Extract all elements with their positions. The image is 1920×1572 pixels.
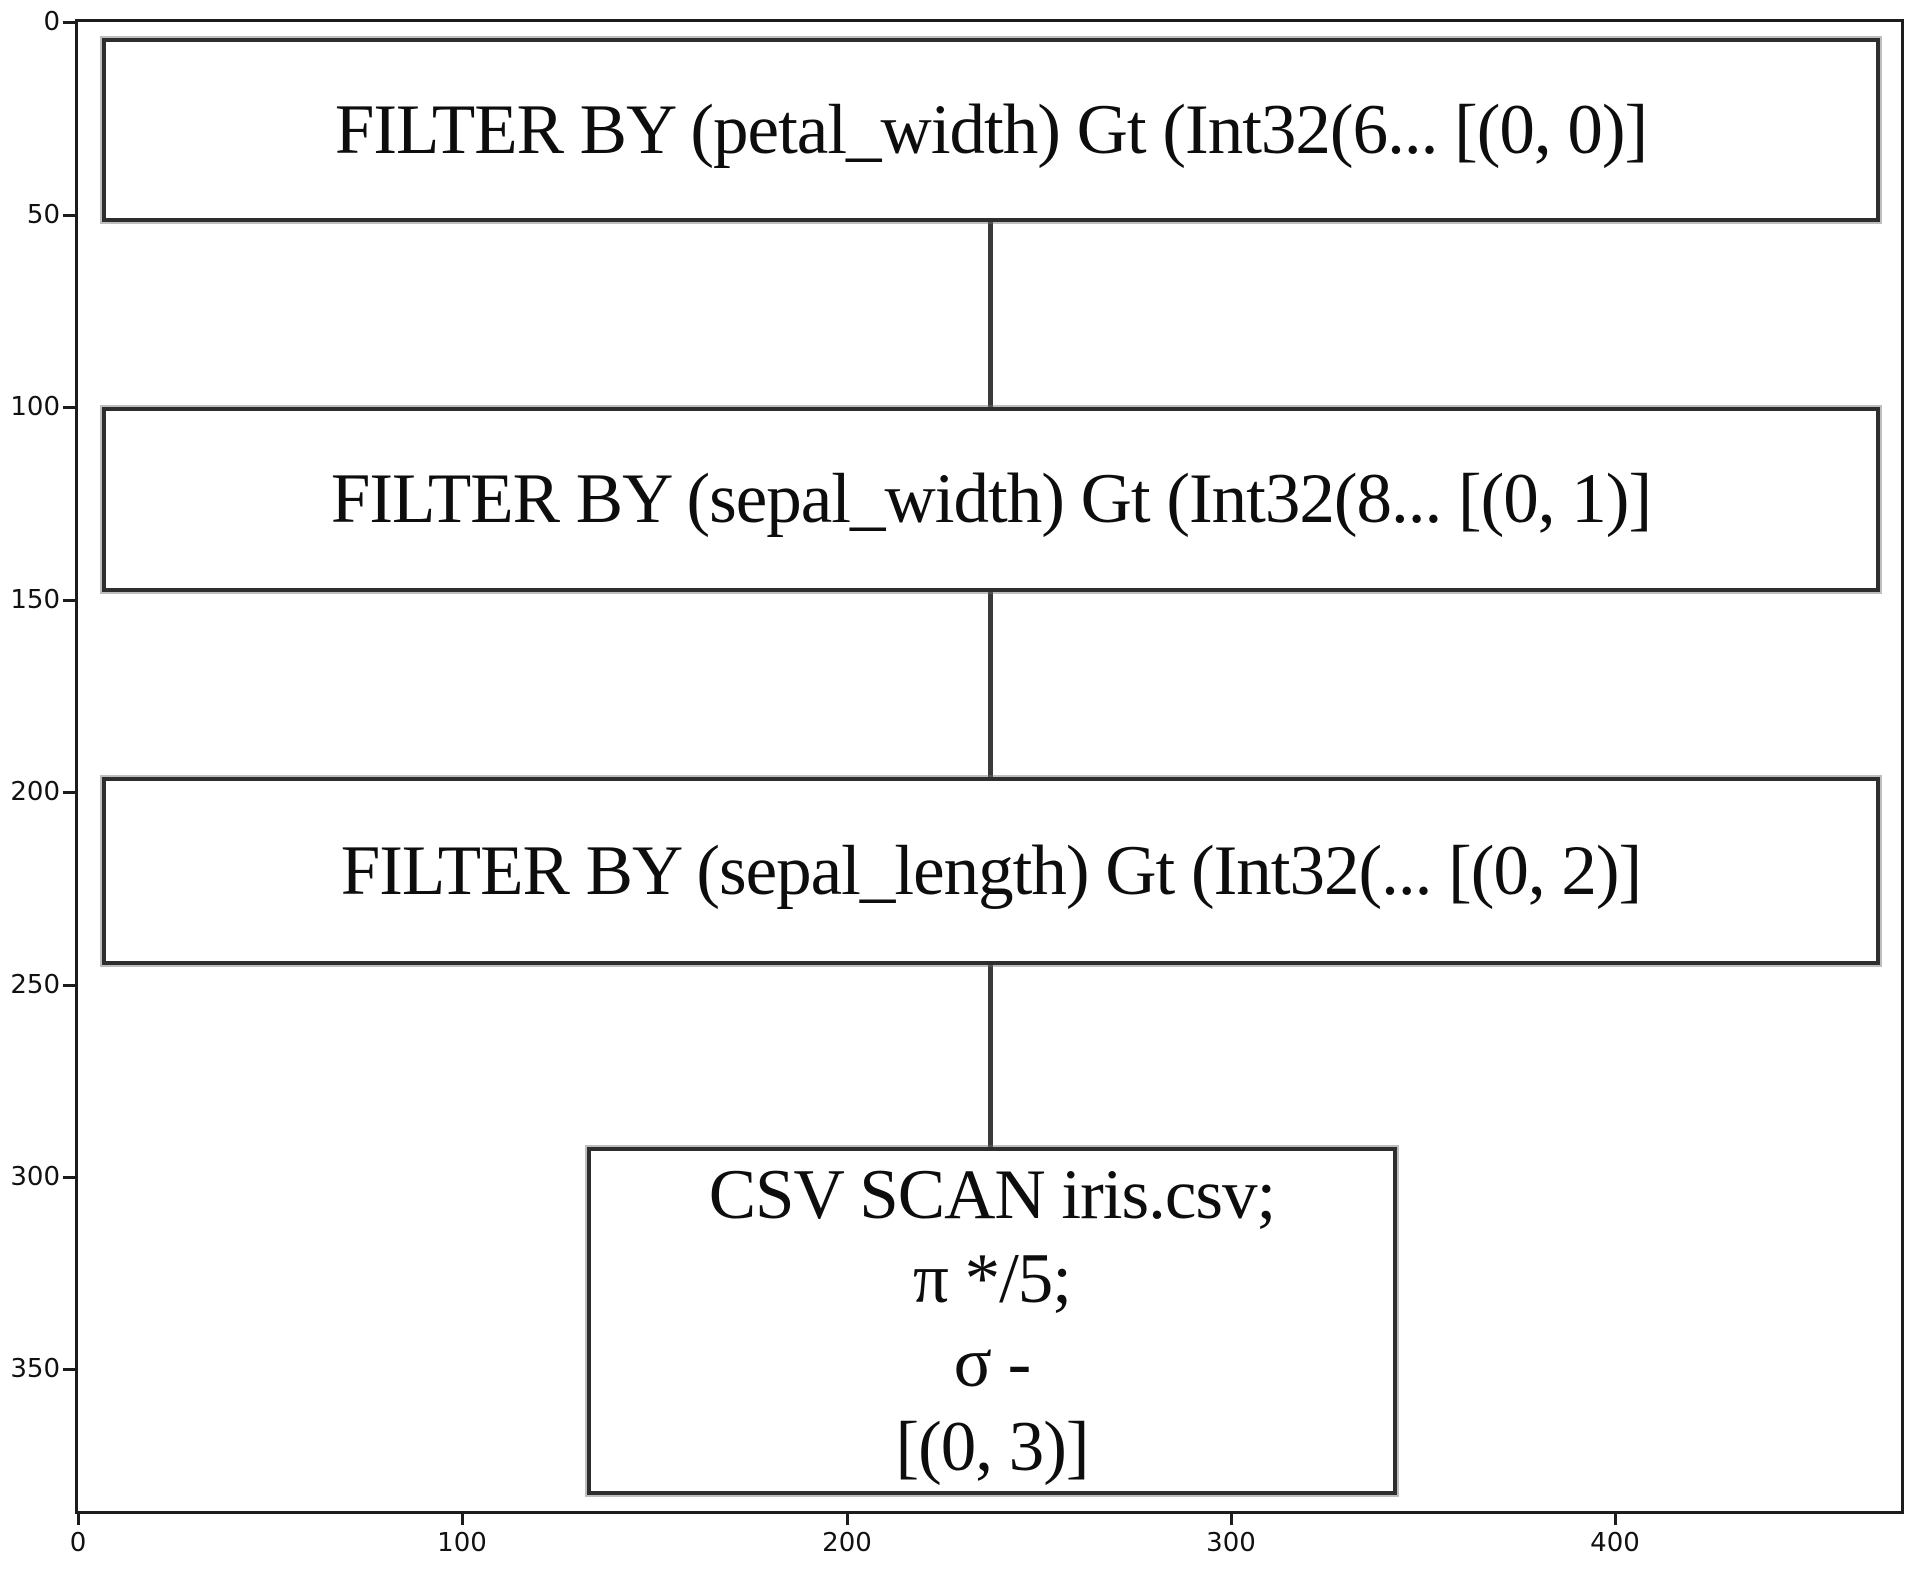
- y-tick-label: 350: [10, 1354, 60, 1384]
- edge-filter3-to-csv-scan: [988, 965, 993, 1147]
- x-tick-mark: [77, 1514, 80, 1525]
- projection-line: π */5;: [912, 1240, 1072, 1318]
- edge-filter2-to-filter3: [988, 592, 993, 777]
- y-tick-mark: [63, 1368, 75, 1371]
- y-tick-mark: [63, 599, 75, 602]
- edge-filter1-to-filter2: [988, 222, 993, 407]
- node-label: FILTER BY (petal_width) Gt (Int32(6... […: [334, 90, 1648, 169]
- y-tick-mark: [63, 1176, 75, 1179]
- x-tick-label: 300: [1206, 1528, 1256, 1558]
- y-tick-label: 200: [10, 777, 60, 807]
- y-tick-label: 0: [43, 7, 60, 37]
- node-filter-sepal-width: FILTER BY (sepal_width) Gt (Int32(8... […: [102, 407, 1880, 592]
- node-filter-sepal-length: FILTER BY (sepal_length) Gt (Int32(... […: [102, 777, 1880, 965]
- x-tick-label: 100: [437, 1528, 487, 1558]
- node-csv-scan: CSV SCAN iris.csv; π */5; σ - [(0, 3)]: [587, 1147, 1397, 1495]
- y-tick-label: 150: [10, 585, 60, 615]
- y-tick-label: 50: [26, 200, 60, 230]
- csv-scan-line: CSV SCAN iris.csv;: [708, 1156, 1277, 1234]
- x-tick-mark: [461, 1514, 464, 1525]
- node-index-line: [(0, 3)]: [895, 1408, 1089, 1486]
- x-tick-mark: [1614, 1514, 1617, 1525]
- node-label: FILTER BY (sepal_width) Gt (Int32(8... […: [330, 460, 1652, 538]
- node-filter-petal-width: FILTER BY (petal_width) Gt (Int32(6... […: [102, 38, 1880, 222]
- y-tick-mark: [63, 984, 75, 987]
- y-tick-label: 250: [10, 970, 60, 1000]
- y-tick-label: 300: [10, 1162, 60, 1192]
- x-tick-label: 400: [1590, 1528, 1640, 1558]
- x-tick-mark: [1230, 1514, 1233, 1525]
- x-tick-label: 200: [822, 1528, 872, 1558]
- selection-line: σ -: [953, 1324, 1032, 1402]
- x-tick-mark: [846, 1514, 849, 1525]
- y-tick-mark: [63, 21, 75, 24]
- y-tick-mark: [63, 406, 75, 409]
- node-label: FILTER BY (sepal_length) Gt (Int32(... […: [340, 831, 1642, 910]
- y-tick-label: 100: [10, 392, 60, 422]
- y-tick-mark: [63, 791, 75, 794]
- x-tick-label: 0: [69, 1528, 87, 1558]
- y-tick-mark: [63, 214, 75, 217]
